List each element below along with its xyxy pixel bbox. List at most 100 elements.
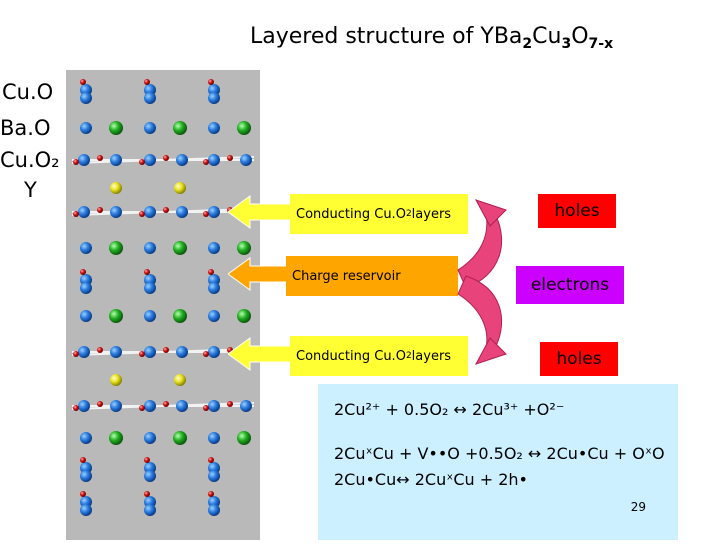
- layer-label-cuo: Cu.O: [2, 80, 54, 104]
- copper-atom: [144, 310, 156, 322]
- copper-atom: [208, 92, 220, 104]
- crystal-structure-drawing: [71, 79, 255, 516]
- barium-atom: [173, 309, 187, 323]
- oxygen-atom: [163, 347, 169, 353]
- copper-atom: [176, 346, 188, 358]
- copper-atom: [110, 400, 122, 412]
- oxygen-atom: [139, 405, 145, 411]
- copper-atom: [80, 282, 92, 294]
- oxygen-atom: [97, 401, 103, 407]
- copper-atom: [80, 122, 92, 134]
- oxygen-atom: [163, 401, 169, 407]
- curved-arrow-lower-head: [474, 337, 507, 365]
- layer-label-y: Y: [24, 178, 37, 202]
- copper-atom: [144, 282, 156, 294]
- bond: [71, 156, 255, 164]
- oxygen-atom: [139, 211, 145, 217]
- bond: [71, 348, 255, 356]
- barium-atom: [109, 241, 123, 255]
- copper-atom: [80, 242, 92, 254]
- oxygen-atom: [80, 457, 86, 463]
- oxygen-atom: [97, 155, 103, 161]
- barium-atom: [173, 241, 187, 255]
- copper-atom: [110, 154, 122, 166]
- yttrium-atom: [110, 182, 122, 194]
- oxygen-atom: [203, 159, 209, 165]
- oxygen-atom: [139, 351, 145, 357]
- copper-atom: [208, 400, 220, 412]
- arrow-to-charge-reservoir: [228, 257, 298, 291]
- copper-atom: [144, 346, 156, 358]
- callout-arrows: [228, 195, 298, 371]
- oxygen-atom: [97, 207, 103, 213]
- crystal-structure-image: [66, 70, 260, 540]
- barium-atom: [173, 121, 187, 135]
- oxygen-atom: [80, 79, 86, 85]
- oxygen-atom: [203, 405, 209, 411]
- carrier-holes-bottom: holes: [540, 342, 618, 376]
- copper-atom: [208, 206, 220, 218]
- oxygen-atom: [227, 401, 233, 407]
- oxygen-atom: [144, 269, 150, 275]
- copper-atom: [144, 122, 156, 134]
- yttrium-atom: [110, 374, 122, 386]
- oxygen-atom: [73, 211, 79, 217]
- oxygen-atom: [73, 405, 79, 411]
- arrow-to-conducting-bottom: [228, 337, 298, 371]
- barium-atom: [173, 431, 187, 445]
- copper-atom: [144, 206, 156, 218]
- oxygen-atom: [208, 457, 214, 463]
- carrier-electrons: electrons: [516, 266, 624, 304]
- oxygen-atom: [203, 351, 209, 357]
- barium-atom: [109, 121, 123, 135]
- copper-atom: [80, 310, 92, 322]
- barium-atom: [237, 241, 251, 255]
- oxygen-atom: [144, 79, 150, 85]
- curved-arrow-upper: [457, 213, 503, 289]
- oxygen-atom: [80, 269, 86, 275]
- oxygen-atom: [208, 491, 214, 497]
- oxygen-atom: [144, 491, 150, 497]
- oxygen-atom: [203, 211, 209, 217]
- copper-atom: [208, 154, 220, 166]
- oxygen-atom: [73, 159, 79, 165]
- oxygen-atom: [208, 269, 214, 275]
- oxygen-atom: [163, 207, 169, 213]
- copper-atom: [80, 504, 92, 516]
- oxygen-atom: [139, 159, 145, 165]
- oxygen-atom: [97, 347, 103, 353]
- copper-atom: [208, 242, 220, 254]
- callout-charge-reservoir: Charge reservoir: [286, 256, 458, 296]
- copper-atom: [208, 346, 220, 358]
- copper-atom: [144, 504, 156, 516]
- barium-atom: [109, 431, 123, 445]
- copper-atom: [78, 154, 90, 166]
- copper-atom: [176, 400, 188, 412]
- copper-atom: [144, 154, 156, 166]
- copper-atom: [240, 400, 252, 412]
- curved-arrow-upper-head: [474, 199, 507, 227]
- yttrium-atom: [174, 374, 186, 386]
- copper-atom: [80, 92, 92, 104]
- copper-atom: [208, 504, 220, 516]
- copper-atom: [144, 242, 156, 254]
- barium-atom: [237, 121, 251, 135]
- copper-atom: [78, 346, 90, 358]
- oxygen-atom: [163, 155, 169, 161]
- yttrium-atom: [174, 182, 186, 194]
- barium-atom: [237, 309, 251, 323]
- copper-atom: [208, 310, 220, 322]
- defect-equations-box: [318, 384, 678, 540]
- oxygen-atom: [73, 351, 79, 357]
- layer-label-cuo2: Cu.O₂: [0, 148, 60, 172]
- copper-atom: [110, 346, 122, 358]
- copper-atom: [240, 154, 252, 166]
- layer-label-bao: Ba.O: [0, 116, 51, 140]
- copper-atom: [80, 470, 92, 482]
- oxygen-atom: [80, 491, 86, 497]
- equation-oxidation: 2Cu²⁺ + 0.5O₂ ↔ 2Cu³⁺ +O²⁻: [334, 400, 565, 419]
- equation-hole-creation: 2Cu•Cu↔ 2CuˣCu + 2h•: [334, 470, 528, 489]
- copper-atom: [208, 282, 220, 294]
- copper-atom: [144, 400, 156, 412]
